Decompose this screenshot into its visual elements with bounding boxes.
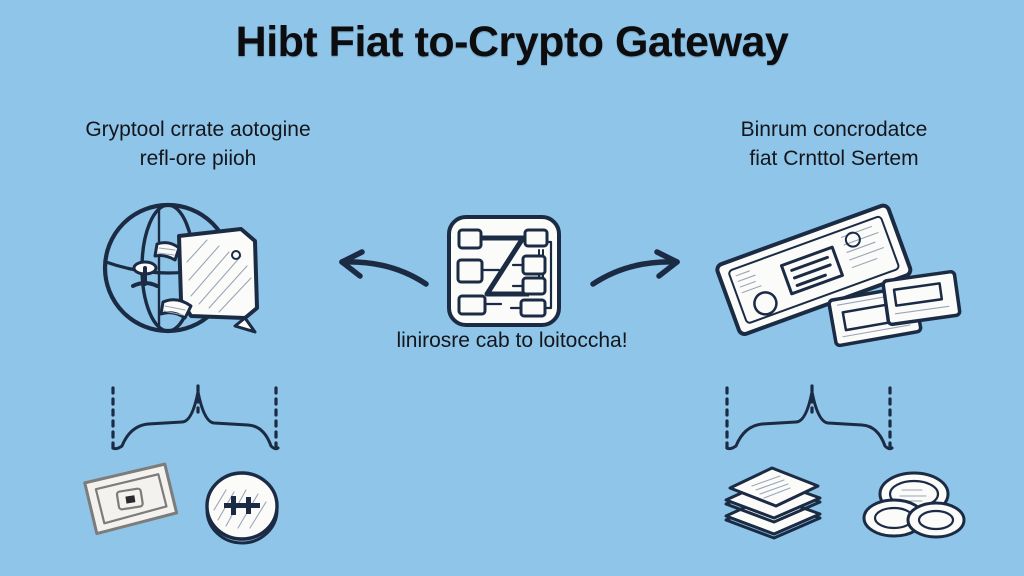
- peak-curve-chart-left: [108, 384, 288, 456]
- right-caption-line-2: fiat Crnttol Sertem: [749, 146, 919, 170]
- document-stack-icon: [720, 462, 830, 544]
- arrow-left-icon: [332, 244, 432, 294]
- coin-pile-icon: [860, 470, 970, 542]
- peak-curve-chart-right: [722, 384, 902, 456]
- center-caption: linirosre cab to loitoccha!: [396, 329, 628, 352]
- arrow-right-icon: [587, 244, 687, 294]
- globe-banknote-icon: [95, 196, 300, 346]
- right-distribution-curve: [725, 390, 894, 451]
- banknote-icon: [80, 462, 180, 537]
- left-caption-line-1: Gryptool crrate aotogine: [85, 118, 311, 141]
- banknotes-icon: [700, 198, 962, 348]
- page-title: Hibt Fiat to-Crypto Gateway: [235, 18, 789, 66]
- circuit-chip-icon: [443, 212, 565, 332]
- left-panel-caption: Gryptool crrate aotogine refl-ore piioh: [48, 116, 348, 174]
- left-caption-line-2: refl-ore piioh: [139, 146, 257, 170]
- coin-icon: [200, 466, 286, 546]
- left-distribution-curve: [111, 390, 280, 451]
- right-caption-line-1: Binrum concrodatce: [740, 118, 928, 141]
- right-panel-caption: Binrum concrodatce fiat Crnttol Sertem: [684, 116, 984, 174]
